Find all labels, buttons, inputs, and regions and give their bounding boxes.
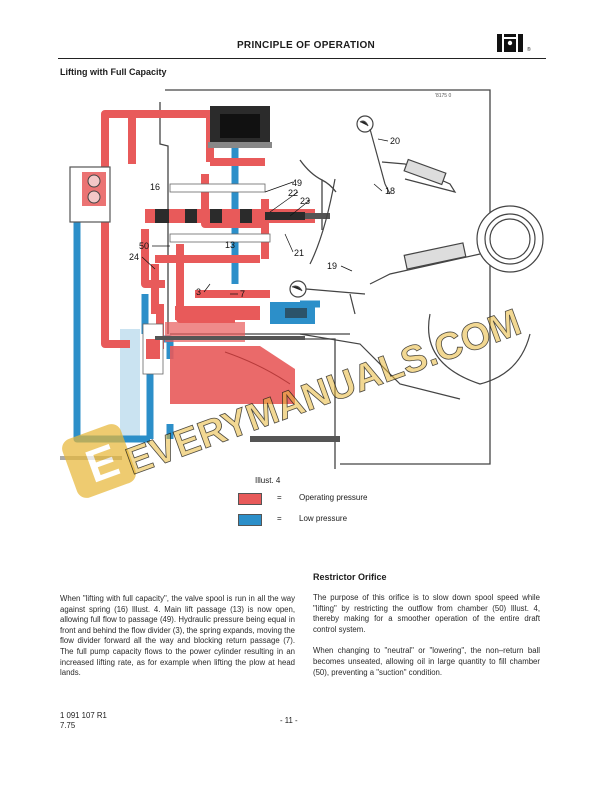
page-header-title: PRINCIPLE OF OPERATION (236, 40, 376, 51)
header-rule (58, 58, 546, 59)
linkage (289, 115, 544, 400)
callout-49: 49 (292, 178, 302, 188)
valve-spool (145, 183, 330, 243)
right-column-text: The purpose of this orifice is to slow d… (313, 593, 540, 678)
callout-7: 7 (240, 289, 245, 299)
power-cylinder (142, 322, 295, 404)
callout-19: 19 (327, 261, 337, 271)
right-paragraph-2: When changing to "neutral" or "lowering"… (313, 646, 540, 677)
legend-swatch-low (238, 514, 262, 526)
callout-24: 24 (129, 252, 139, 262)
ih-logo-icon (497, 34, 523, 52)
callout-13: 13 (225, 240, 235, 250)
callout-23: 23 (300, 196, 310, 206)
callout-3: 3 (196, 287, 201, 297)
restrictor-orifice-title: Restrictor Orifice (313, 572, 387, 582)
legend-swatch-operating (238, 493, 262, 505)
left-column-text: When "lifting with full capacity", the v… (60, 594, 295, 679)
lower-valve (175, 302, 315, 324)
legend-equals: = (277, 514, 282, 523)
page-number: - 11 - (280, 716, 298, 725)
footer-doc-info: 1 091 107 R1 7.75 (60, 711, 107, 731)
callout-20: 20 (390, 136, 400, 146)
callout-21: 21 (294, 248, 304, 258)
footer-date: 7.75 (60, 721, 76, 730)
logo-registered-mark: ® (527, 47, 531, 53)
illustration-caption: Illust. 4 (255, 476, 281, 485)
hydraulic-diagram: '8175 0 (60, 89, 544, 469)
footer-doc-number: 1 091 107 R1 (60, 711, 107, 720)
watermark-text: EVERYMANUALS.COM (121, 302, 527, 484)
legend-label-operating: Operating pressure (299, 493, 368, 502)
left-paragraph: When "lifting with full capacity", the v… (60, 594, 295, 678)
callout-22: 22 (288, 188, 298, 198)
callout-16: 16 (150, 182, 160, 192)
callout-50: 50 (139, 241, 149, 251)
legend-label-low: Low pressure (299, 514, 348, 523)
diagram-code-label: '8175 0 (435, 93, 451, 99)
valve-block-upper (208, 106, 272, 148)
legend-operating-pressure: = Operating pressure (238, 493, 398, 505)
right-paragraph-1: The purpose of this orifice is to slow d… (313, 593, 540, 634)
legend-low-pressure: = Low pressure (238, 514, 398, 526)
section-title: Lifting with Full Capacity (60, 67, 167, 77)
callout-18: 18 (385, 186, 395, 196)
everymanuals-watermark: E EVERYMANUALS.COM (62, 301, 527, 498)
legend-equals: = (277, 493, 282, 502)
pump-housing (69, 166, 111, 223)
